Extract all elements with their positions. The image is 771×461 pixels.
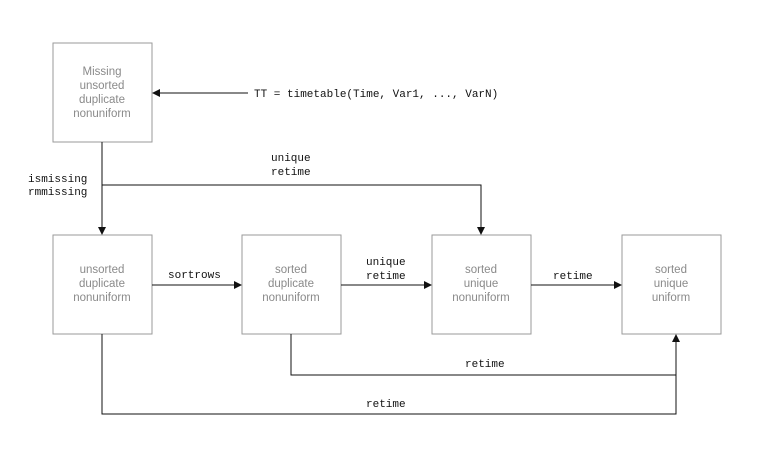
edge-retime-bottom-arrowhead [672, 334, 680, 342]
edge-unique-mid-label-1: unique [366, 257, 406, 269]
edge-unique-top-label-2: retime [271, 167, 311, 179]
edge-sortrows-arrowhead [234, 281, 242, 289]
box-4-line-1: sorted [655, 264, 687, 276]
box-1-line-3: nonuniform [73, 292, 131, 304]
box-1-line-2: duplicate [79, 278, 125, 290]
edge-unique-mid-label-2: retime [366, 271, 406, 283]
edge-create-label: TT = timetable(Time, Var1, ..., VarN) [254, 89, 498, 101]
edge-unique-top-label-1: unique [271, 153, 311, 165]
box-initial-line-3: duplicate [79, 94, 125, 106]
box-sorted-duplicate-nonuniform [241, 234, 342, 335]
edge-retime-bottom-label: retime [366, 399, 406, 411]
edge-missing-label-1: ismissing [28, 174, 87, 186]
box-initial-line-4: nonuniform [73, 108, 131, 120]
box-2-line-1: sorted [275, 264, 307, 276]
edge-unique-top-arrowhead [477, 227, 485, 235]
box-3-line-1: sorted [465, 264, 497, 276]
box-initial-line-1: Missing [83, 66, 122, 78]
edge-retime-bottom-line [101, 334, 677, 415]
box-sorted-unique-nonuniform [431, 234, 532, 335]
box-4-line-2: unique [654, 278, 689, 290]
edge-retime-lower-label: retime [465, 359, 505, 371]
edge-unique-mid-arrowhead [424, 281, 432, 289]
box-3-line-3: nonuniform [452, 292, 510, 304]
box-2-line-3: nonuniform [262, 292, 320, 304]
edge-retime-right-arrowhead [614, 281, 622, 289]
edge-retime-lower-line [290, 334, 676, 376]
box-sorted-unique-uniform [621, 234, 722, 335]
box-2-line-2: duplicate [268, 278, 314, 290]
edge-missing-label-2: rmmissing [28, 187, 87, 199]
edge-retime-right-label: retime [553, 271, 593, 283]
box-initial [52, 42, 153, 143]
edge-missing-arrowhead [98, 227, 106, 235]
box-initial-line-2: unsorted [80, 80, 125, 92]
box-3-line-2: unique [464, 278, 499, 290]
edge-sortrows-label: sortrows [168, 270, 221, 282]
edge-create-arrowhead [152, 89, 160, 97]
box-4-line-3: uniform [652, 292, 690, 304]
box-unsorted-duplicate-nonuniform [52, 234, 153, 335]
edge-unique-top-line [102, 184, 482, 227]
box-1-line-1: unsorted [80, 264, 125, 276]
